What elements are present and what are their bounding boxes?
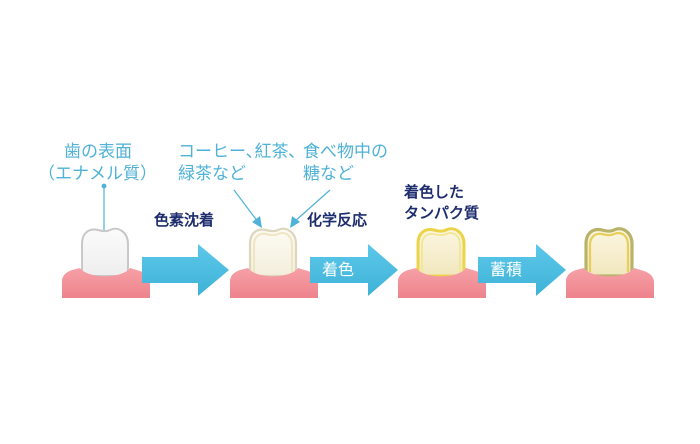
gum-icon: [62, 268, 150, 298]
food-label-line2: 糖など: [303, 164, 354, 184]
tooth-stage-2: [230, 227, 318, 298]
tooth-stain-ring: [588, 231, 630, 272]
tooth-icon: [584, 227, 634, 278]
arrow-right-icon: [142, 244, 229, 296]
food-pointer-arrowhead: [290, 216, 300, 228]
gum-icon: [566, 268, 654, 298]
coffee-label-line2: 緑茶など: [178, 164, 246, 184]
coffee-pointer-line: [233, 189, 259, 223]
coffee-label-line1: コーヒー､紅茶､: [178, 142, 297, 162]
arrow-right-icon: [310, 244, 398, 296]
enamel-label-line2: （エナメル質）: [38, 164, 157, 184]
stained-protein-label-line2: タンパク質: [404, 204, 480, 222]
pigment-deposition-label: 色素沈着: [154, 211, 215, 229]
tooth-icon: [248, 227, 298, 278]
gum-icon: [398, 268, 486, 298]
arrow-right-icon: [478, 244, 566, 296]
coffee-pointer-arrowhead: [252, 216, 262, 228]
tooth-stain-ring: [421, 232, 461, 272]
tooth-icon: [416, 227, 466, 278]
tooth-stage-4: [566, 227, 654, 298]
coloring-arrow-label: 着色: [322, 260, 355, 279]
food-pointer-line: [293, 189, 331, 223]
stained-protein-label-line1: 着色した: [404, 183, 465, 201]
food-label-line1: 食べ物中の: [303, 142, 388, 162]
tooth-stage-3: [398, 227, 486, 298]
chemical-reaction-label: 化学反応: [307, 211, 368, 229]
pointer-lines: [101, 183, 331, 234]
tooth-stage-1: [62, 227, 150, 298]
enamel-label-line1: 歯の表面: [64, 142, 132, 162]
enamel-pointer-dot: [101, 183, 107, 189]
tooth-icon: [81, 227, 129, 277]
gum-icon: [230, 268, 318, 298]
accumulation-arrow-label: 蓄積: [490, 260, 523, 279]
tooth-stain-ring: [253, 232, 293, 272]
